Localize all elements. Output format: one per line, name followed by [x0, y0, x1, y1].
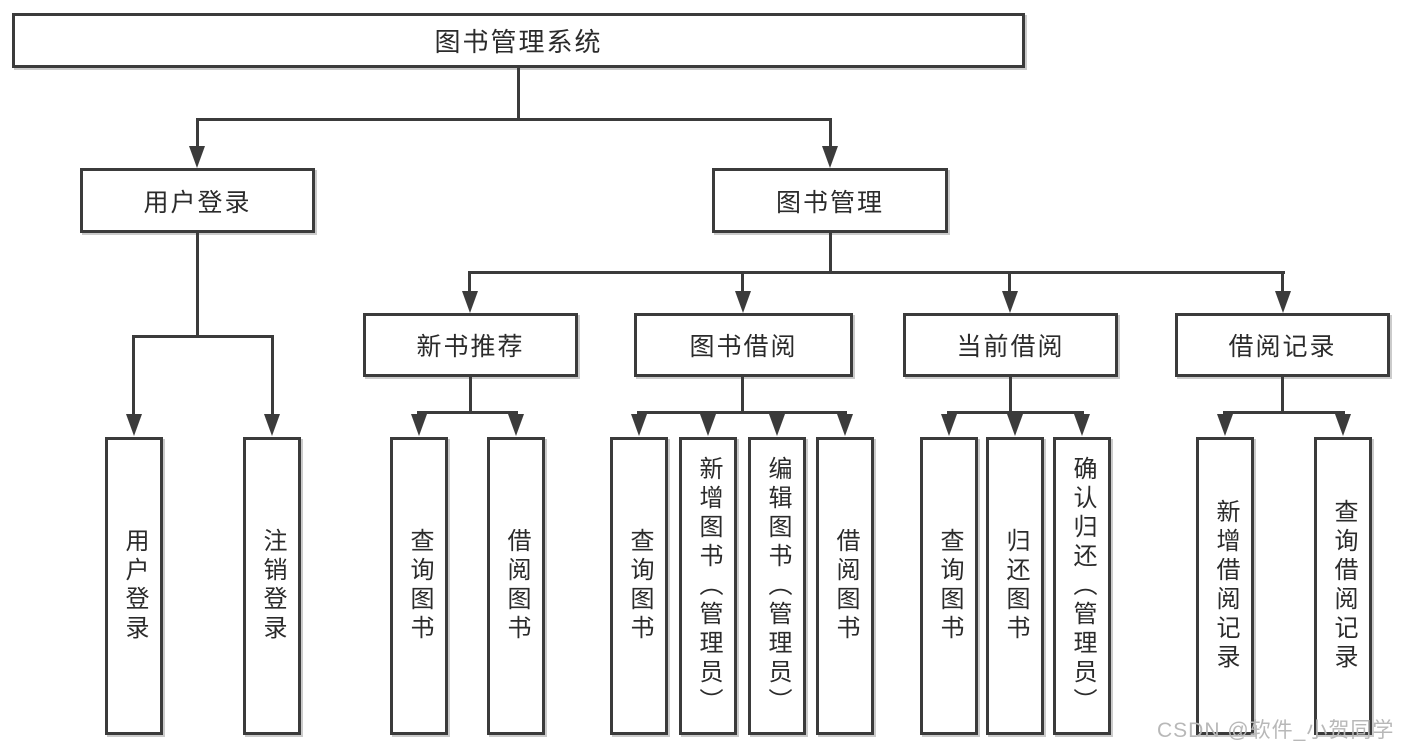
connector-line — [468, 274, 471, 291]
leaf-borrow-query-label: 查询图书 — [626, 528, 653, 644]
leaf-current-query-label: 查询图书 — [936, 528, 963, 644]
leaf-borrow-book-label: 借阅图书 — [832, 528, 859, 644]
connector-line — [517, 68, 520, 118]
node-user-login-label: 用户登录 — [143, 188, 252, 217]
leaf-user-login: 用户登录 — [105, 437, 163, 735]
arrowhead-icon — [1335, 414, 1351, 436]
node-book-borrow-label: 图书借阅 — [689, 333, 798, 361]
leaf-records-query-label: 查询借阅记录 — [1330, 499, 1357, 673]
arrowhead-icon — [189, 146, 205, 168]
leaf-records-query: 查询借阅记录 — [1314, 437, 1372, 735]
leaf-borrow-book: 借阅图书 — [816, 437, 874, 735]
connector-line — [829, 121, 832, 146]
arrowhead-icon — [508, 414, 524, 436]
leaf-newbook-query: 查询图书 — [390, 437, 448, 735]
connector-line — [417, 411, 518, 414]
leaf-borrow-edit-label: 编辑图书（管理员） — [764, 455, 791, 717]
leaf-newbook-borrow-label: 借阅图书 — [503, 528, 530, 644]
arrowhead-icon — [126, 414, 142, 436]
node-current-borrow-label: 当前借阅 — [956, 333, 1065, 361]
connector-line — [132, 335, 274, 338]
leaf-borrow-add: 新增图书（管理员） — [679, 437, 737, 735]
connector-line — [468, 271, 1285, 274]
connector-line — [469, 377, 472, 411]
csdn-watermark: CSDN @软件_小贺同学 — [1157, 719, 1395, 742]
arrowhead-icon — [822, 146, 838, 168]
leaf-logout-label: 注销登录 — [259, 528, 286, 644]
arrowhead-icon — [411, 414, 427, 436]
connector-line — [132, 338, 135, 414]
leaf-records-add: 新增借阅记录 — [1196, 437, 1254, 735]
arrowhead-icon — [700, 414, 716, 436]
arrowhead-icon — [735, 291, 751, 313]
arrowhead-icon — [941, 414, 957, 436]
leaf-newbook-borrow: 借阅图书 — [487, 437, 545, 735]
node-book-management-label: 图书管理 — [775, 188, 884, 217]
node-borrow-records-label: 借阅记录 — [1228, 333, 1337, 361]
arrowhead-icon — [1275, 291, 1291, 313]
connector-line — [947, 411, 1084, 414]
connector-line — [741, 274, 744, 291]
node-current-borrow: 当前借阅 — [903, 313, 1118, 377]
leaf-current-query: 查询图书 — [920, 437, 978, 735]
arrowhead-icon — [837, 414, 853, 436]
leaf-borrow-add-label: 新增图书（管理员） — [695, 455, 722, 717]
node-new-book-label: 新书推荐 — [416, 333, 525, 361]
arrowhead-icon — [1074, 414, 1090, 436]
connector-line — [196, 121, 199, 146]
connector-line — [1281, 377, 1284, 411]
arrowhead-icon — [264, 414, 280, 436]
leaf-records-add-label: 新增借阅记录 — [1212, 499, 1239, 673]
leaf-current-return: 归还图书 — [986, 437, 1044, 735]
connector-line — [637, 411, 847, 414]
connector-line — [1281, 274, 1284, 291]
connector-line — [1008, 274, 1011, 291]
node-book-management: 图书管理 — [712, 168, 948, 233]
leaf-current-return-label: 归还图书 — [1002, 528, 1029, 644]
connector-line — [741, 377, 744, 411]
arrowhead-icon — [1007, 414, 1023, 436]
connector-line — [196, 233, 199, 335]
connector-line — [1223, 411, 1345, 414]
leaf-current-confirm-label: 确认归还（管理员） — [1069, 455, 1096, 717]
node-root-label: 图书管理系统 — [434, 27, 603, 57]
leaf-user-login-label: 用户登录 — [121, 528, 148, 644]
connector-line — [271, 338, 274, 414]
node-new-book: 新书推荐 — [363, 313, 578, 377]
connector-line — [196, 118, 832, 121]
leaf-borrow-edit: 编辑图书（管理员） — [748, 437, 806, 735]
node-borrow-records: 借阅记录 — [1175, 313, 1390, 377]
arrowhead-icon — [769, 414, 785, 436]
node-root: 图书管理系统 — [12, 13, 1025, 68]
node-user-login: 用户登录 — [80, 168, 315, 233]
connector-line — [1009, 377, 1012, 411]
leaf-logout: 注销登录 — [243, 437, 301, 735]
arrowhead-icon — [1002, 291, 1018, 313]
leaf-current-confirm: 确认归还（管理员） — [1053, 437, 1111, 735]
arrowhead-icon — [631, 414, 647, 436]
leaf-newbook-query-label: 查询图书 — [406, 528, 433, 644]
connector-line — [829, 233, 832, 271]
arrowhead-icon — [1217, 414, 1233, 436]
node-book-borrow: 图书借阅 — [634, 313, 853, 377]
leaf-borrow-query: 查询图书 — [610, 437, 668, 735]
arrowhead-icon — [462, 291, 478, 313]
